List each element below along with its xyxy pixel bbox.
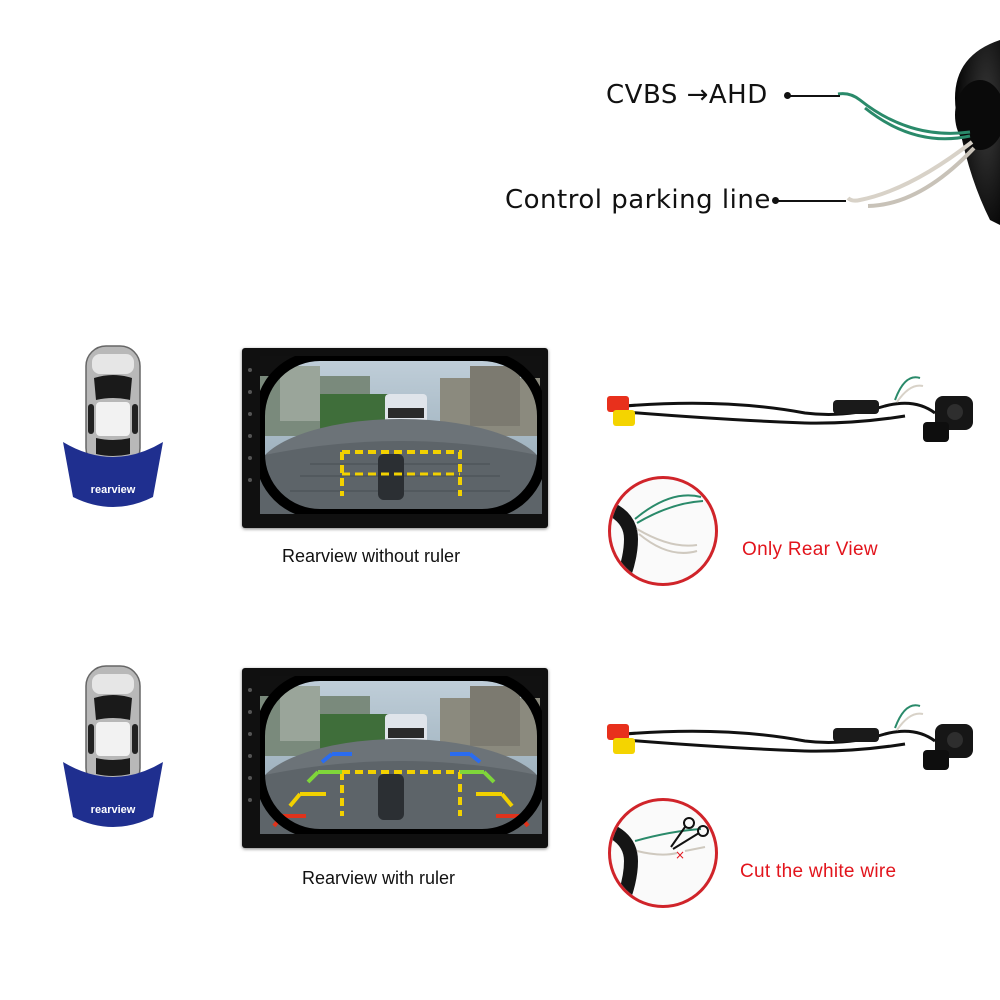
- rearview-badge-shape: [63, 762, 163, 827]
- head-unit-buttons: [246, 688, 256, 820]
- callout-dot: [772, 197, 779, 204]
- camera-cable-image: [607, 704, 973, 770]
- row-rearview-without-ruler: rearview: [0, 330, 1000, 590]
- scissors-icon: [670, 817, 709, 850]
- rearview-badge-label: rearview: [90, 484, 136, 496]
- car-icon: [85, 665, 141, 789]
- camera-cable-image: [607, 376, 973, 442]
- head-unit-buttons: [246, 368, 256, 500]
- rearview-badge-label: rearview: [90, 804, 136, 816]
- rearview-badge-shape: [63, 442, 163, 507]
- car-badge: rearview: [58, 342, 168, 522]
- head-unit-display: [242, 668, 548, 848]
- wire-cut-detail-circle: ×: [608, 798, 718, 908]
- row-rearview-with-ruler: rearview: [0, 650, 1000, 910]
- control-parking-line-label: Control parking line: [505, 185, 771, 215]
- wire-detail-circle: [608, 476, 718, 586]
- rearview-camera-screen: [260, 356, 542, 514]
- cut-the-white-wire-note: Cut the white wire: [740, 861, 897, 882]
- parking-ruler-lines: [272, 752, 530, 828]
- callout-dot: [784, 92, 791, 99]
- rearview-with-ruler-caption: Rearview with ruler: [302, 868, 456, 888]
- cvbs-ahd-label: CVBS →AHD: [606, 80, 768, 110]
- svg-text:×: ×: [675, 848, 685, 862]
- callout-leader-line: [778, 200, 846, 202]
- head-unit-display: [242, 348, 548, 528]
- callout-leader-line: [790, 95, 840, 97]
- camera-callout-section: CVBS →AHD Control parking line: [0, 0, 1000, 280]
- rearview-camera-screen: [260, 676, 542, 834]
- camera-body-image: [837, 40, 1000, 225]
- rearview-without-ruler-caption: Rearview without ruler: [282, 546, 461, 566]
- only-rear-view-note: Only Rear View: [742, 539, 878, 560]
- car-badge: rearview: [58, 662, 168, 842]
